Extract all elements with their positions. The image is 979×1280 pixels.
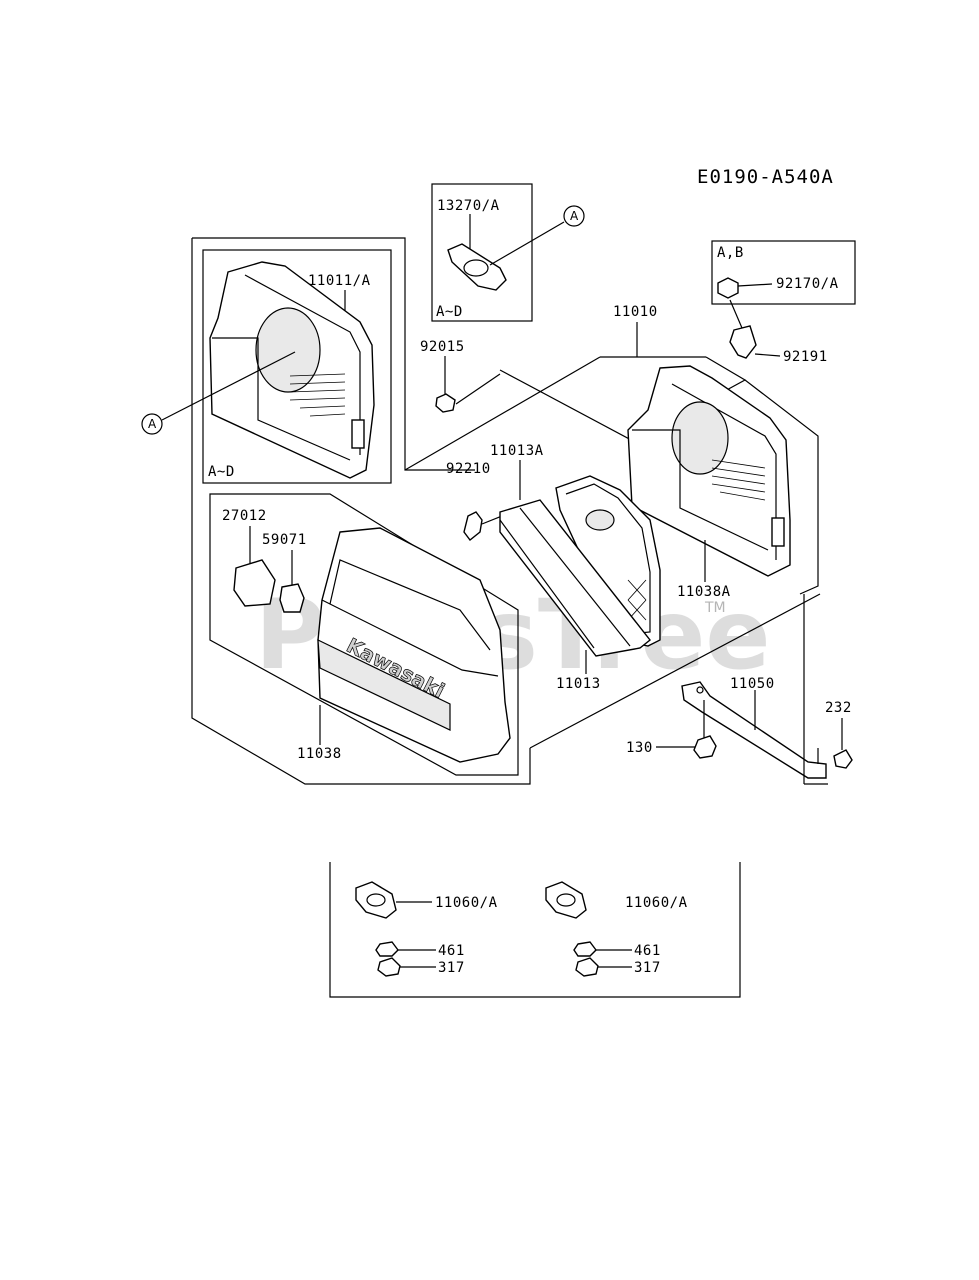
label-11010[interactable]: 11010 xyxy=(613,304,658,320)
nut-317-left[interactable] xyxy=(377,957,401,977)
nut-92015[interactable] xyxy=(435,393,456,413)
label-11060A-left[interactable]: 11060/A xyxy=(435,895,498,911)
cover-11038[interactable]: Kawasaki xyxy=(317,527,511,763)
label-11038[interactable]: 11038 xyxy=(297,746,342,762)
label-11011A[interactable]: 11011/A xyxy=(308,273,371,289)
svg-text:A: A xyxy=(570,209,579,223)
label-27012[interactable]: 27012 xyxy=(222,508,267,524)
left-inset: 11011/A A~D xyxy=(192,237,475,484)
bolt-inset: A,B 92170/A xyxy=(711,240,856,305)
label-11013A[interactable]: 11013A xyxy=(490,443,544,459)
label-59071[interactable]: 59071 xyxy=(262,532,307,548)
inset-variant-gasket: A~D xyxy=(436,304,463,320)
label-317-left[interactable]: 317 xyxy=(438,960,465,976)
label-92210[interactable]: 92210 xyxy=(446,461,491,477)
nut-130[interactable] xyxy=(693,735,717,759)
label-11050[interactable]: 11050 xyxy=(730,676,775,692)
bolt-92170A[interactable] xyxy=(717,277,739,299)
inset-variant-left: A~D xyxy=(208,464,235,480)
label-232[interactable]: 232 xyxy=(825,700,852,716)
retainer-59071[interactable] xyxy=(279,583,305,613)
ref-marker-A-top: A xyxy=(563,205,585,227)
bolt-232[interactable] xyxy=(833,749,853,769)
clamp-27012[interactable] xyxy=(233,559,276,607)
filter-11013[interactable] xyxy=(499,499,651,657)
label-461-right[interactable]: 461 xyxy=(634,943,661,959)
gasket-11060A-right[interactable] xyxy=(545,881,587,919)
ref-marker-A-left: A xyxy=(141,413,163,435)
label-11013[interactable]: 11013 xyxy=(556,676,601,692)
bottom-kit-box: 11060/A 461 317 11060/A 461 317 xyxy=(329,862,741,998)
svg-text:A: A xyxy=(148,417,157,431)
collar-92191[interactable] xyxy=(729,325,757,359)
gasket-13270A[interactable] xyxy=(447,243,507,291)
label-461-left[interactable]: 461 xyxy=(438,943,465,959)
gasket-11060A-left[interactable] xyxy=(355,881,397,919)
watermark-tm: TM xyxy=(704,600,726,616)
gasket-inset: 13270/A A~D xyxy=(431,183,533,322)
bracket-11050[interactable] xyxy=(681,681,827,779)
label-92015[interactable]: 92015 xyxy=(420,339,465,355)
backplate-11011A[interactable] xyxy=(209,261,375,479)
label-92191[interactable]: 92191 xyxy=(783,349,828,365)
label-11038A[interactable]: 11038A xyxy=(677,584,731,600)
washer-461-right[interactable] xyxy=(573,941,597,957)
backplate-11038A[interactable] xyxy=(627,365,791,577)
label-130[interactable]: 130 xyxy=(626,740,653,756)
washer-461-left[interactable] xyxy=(375,941,399,957)
clip-92210[interactable] xyxy=(463,511,483,541)
label-13270A[interactable]: 13270/A xyxy=(437,198,500,214)
inset-variant-bolt: A,B xyxy=(717,245,744,261)
diagram-code: E0190-A540A xyxy=(697,166,834,188)
label-317-right[interactable]: 317 xyxy=(634,960,661,976)
nut-317-right[interactable] xyxy=(575,957,599,977)
label-11060A-right[interactable]: 11060/A xyxy=(625,895,688,911)
label-92170A[interactable]: 92170/A xyxy=(776,276,839,292)
